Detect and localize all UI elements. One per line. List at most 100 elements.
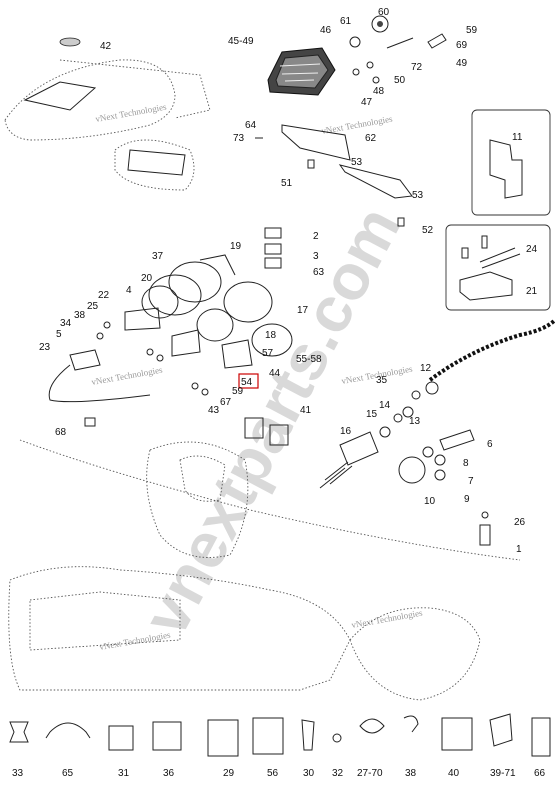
callout-c68[interactable]: 68 xyxy=(55,427,67,438)
callout-c63[interactable]: 63 xyxy=(313,267,325,278)
callout-c9[interactable]: 9 xyxy=(464,494,470,505)
callout-c42[interactable]: 42 xyxy=(100,41,112,52)
callout-number: 60 xyxy=(378,7,390,18)
callout-c24[interactable]: 24 xyxy=(526,244,538,255)
callout-number: 33 xyxy=(12,768,24,779)
callout-b40[interactable]: 40 xyxy=(448,768,460,779)
callout-b38[interactable]: 38 xyxy=(405,768,417,779)
callout-c13[interactable]: 13 xyxy=(409,416,421,427)
callout-c10[interactable]: 10 xyxy=(424,496,436,507)
callout-b66[interactable]: 66 xyxy=(534,768,546,779)
callout-c12[interactable]: 12 xyxy=(420,363,432,374)
callout-c8[interactable]: 8 xyxy=(463,458,469,469)
callout-b29[interactable]: 29 xyxy=(223,768,235,779)
callout-c53a[interactable]: 53 xyxy=(351,157,363,168)
callout-c25[interactable]: 25 xyxy=(87,301,99,312)
callout-b32[interactable]: 32 xyxy=(332,768,344,779)
relay-41 xyxy=(244,417,289,446)
callout-number: 47 xyxy=(361,97,373,108)
callout-c7[interactable]: 7 xyxy=(468,476,474,487)
callout-c15[interactable]: 15 xyxy=(366,409,378,420)
callout-c44[interactable]: 44 xyxy=(269,368,281,379)
callout-c62[interactable]: 62 xyxy=(365,133,377,144)
callout-c2[interactable]: 2 xyxy=(313,231,319,242)
watermark-small: vNext Technologies xyxy=(95,102,168,124)
callout-b36[interactable]: 36 xyxy=(163,768,175,779)
callout-c45[interactable]: 45-49 xyxy=(228,36,254,47)
callout-b65[interactable]: 65 xyxy=(62,768,74,779)
callout-number: 51 xyxy=(281,178,293,189)
callout-c55[interactable]: 55-58 xyxy=(296,354,322,365)
callout-c69[interactable]: 69 xyxy=(456,40,468,51)
callout-c11[interactable]: 11 xyxy=(512,132,523,143)
callout-c35[interactable]: 35 xyxy=(376,375,388,386)
callout-number: 23 xyxy=(39,342,51,353)
callout-c20[interactable]: 20 xyxy=(141,273,153,284)
callout-c18[interactable]: 18 xyxy=(265,330,277,341)
callout-c16[interactable]: 16 xyxy=(340,426,352,437)
callout-c64[interactable]: 64 xyxy=(245,120,257,131)
callout-c19[interactable]: 19 xyxy=(230,241,242,252)
callout-c51[interactable]: 51 xyxy=(281,178,293,189)
callout-c59b[interactable]: 59 xyxy=(232,386,244,397)
callout-c26[interactable]: 26 xyxy=(514,517,526,528)
callout-number: 16 xyxy=(340,426,352,437)
callout-number: 35 xyxy=(376,375,388,386)
callout-number: 19 xyxy=(230,241,242,252)
callout-number: 25 xyxy=(87,301,99,312)
callout-c57[interactable]: 57 xyxy=(262,348,274,359)
callout-number: 62 xyxy=(365,133,377,144)
callout-c47[interactable]: 47 xyxy=(361,97,373,108)
callout-b31[interactable]: 31 xyxy=(118,768,130,779)
callout-c61[interactable]: 61 xyxy=(340,16,352,27)
callout-number: 8 xyxy=(463,458,469,469)
callout-c52[interactable]: 52 xyxy=(422,225,434,236)
callout-c22[interactable]: 22 xyxy=(98,290,110,301)
callout-b56[interactable]: 56 xyxy=(267,768,279,779)
callout-number: 32 xyxy=(332,768,344,779)
callout-number: 53 xyxy=(351,157,363,168)
callout-c6[interactable]: 6 xyxy=(487,439,493,450)
callout-number: 27-70 xyxy=(357,768,383,779)
callout-c37[interactable]: 37 xyxy=(152,251,164,262)
callout-c17[interactable]: 17 xyxy=(297,305,309,316)
callout-number: 66 xyxy=(534,768,546,779)
callout-c4[interactable]: 4 xyxy=(126,285,132,296)
callout-b39[interactable]: 39-71 xyxy=(490,768,516,779)
highlight-callout-54[interactable]: 54 xyxy=(238,373,259,389)
callout-b30[interactable]: 30 xyxy=(303,768,315,779)
watermark-small: vNext Technologies xyxy=(91,365,164,387)
callout-c50[interactable]: 50 xyxy=(394,75,406,86)
callout-c34[interactable]: 34 xyxy=(60,318,72,329)
callout-c67[interactable]: 67 xyxy=(220,397,232,408)
callout-c3[interactable]: 3 xyxy=(313,251,319,262)
callout-number: 52 xyxy=(422,225,434,236)
callout-c60[interactable]: 60 xyxy=(378,7,390,18)
callout-c43[interactable]: 43 xyxy=(208,405,220,416)
grommet-42 xyxy=(59,37,81,47)
callout-number: 3 xyxy=(313,251,319,262)
callout-c49[interactable]: 49 xyxy=(456,58,468,69)
callout-c5[interactable]: 5 xyxy=(56,329,62,340)
callout-number: 17 xyxy=(297,305,309,316)
callout-c48[interactable]: 48 xyxy=(373,86,385,97)
highlight-label: 54 xyxy=(241,377,253,388)
callout-number: 36 xyxy=(163,768,175,779)
callout-c38[interactable]: 38 xyxy=(74,310,86,321)
bulb-parts xyxy=(349,15,447,84)
callout-c53b[interactable]: 53 xyxy=(412,190,424,201)
callout-c72[interactable]: 72 xyxy=(411,62,423,73)
callout-c21[interactable]: 21 xyxy=(526,286,538,297)
callout-c23[interactable]: 23 xyxy=(39,342,51,353)
callout-c14[interactable]: 14 xyxy=(379,400,391,411)
callout-number: 40 xyxy=(448,768,460,779)
callout-c59[interactable]: 59 xyxy=(466,25,478,36)
callout-c46[interactable]: 46 xyxy=(320,25,332,36)
callout-c73[interactable]: 73 xyxy=(233,133,245,144)
callout-number: 41 xyxy=(300,405,312,416)
callout-c1[interactable]: 1 xyxy=(516,544,522,555)
callout-b27[interactable]: 27-70 xyxy=(357,768,383,779)
callout-number: 69 xyxy=(456,40,468,51)
callout-b33[interactable]: 33 xyxy=(12,768,24,779)
callout-c41[interactable]: 41 xyxy=(300,405,312,416)
